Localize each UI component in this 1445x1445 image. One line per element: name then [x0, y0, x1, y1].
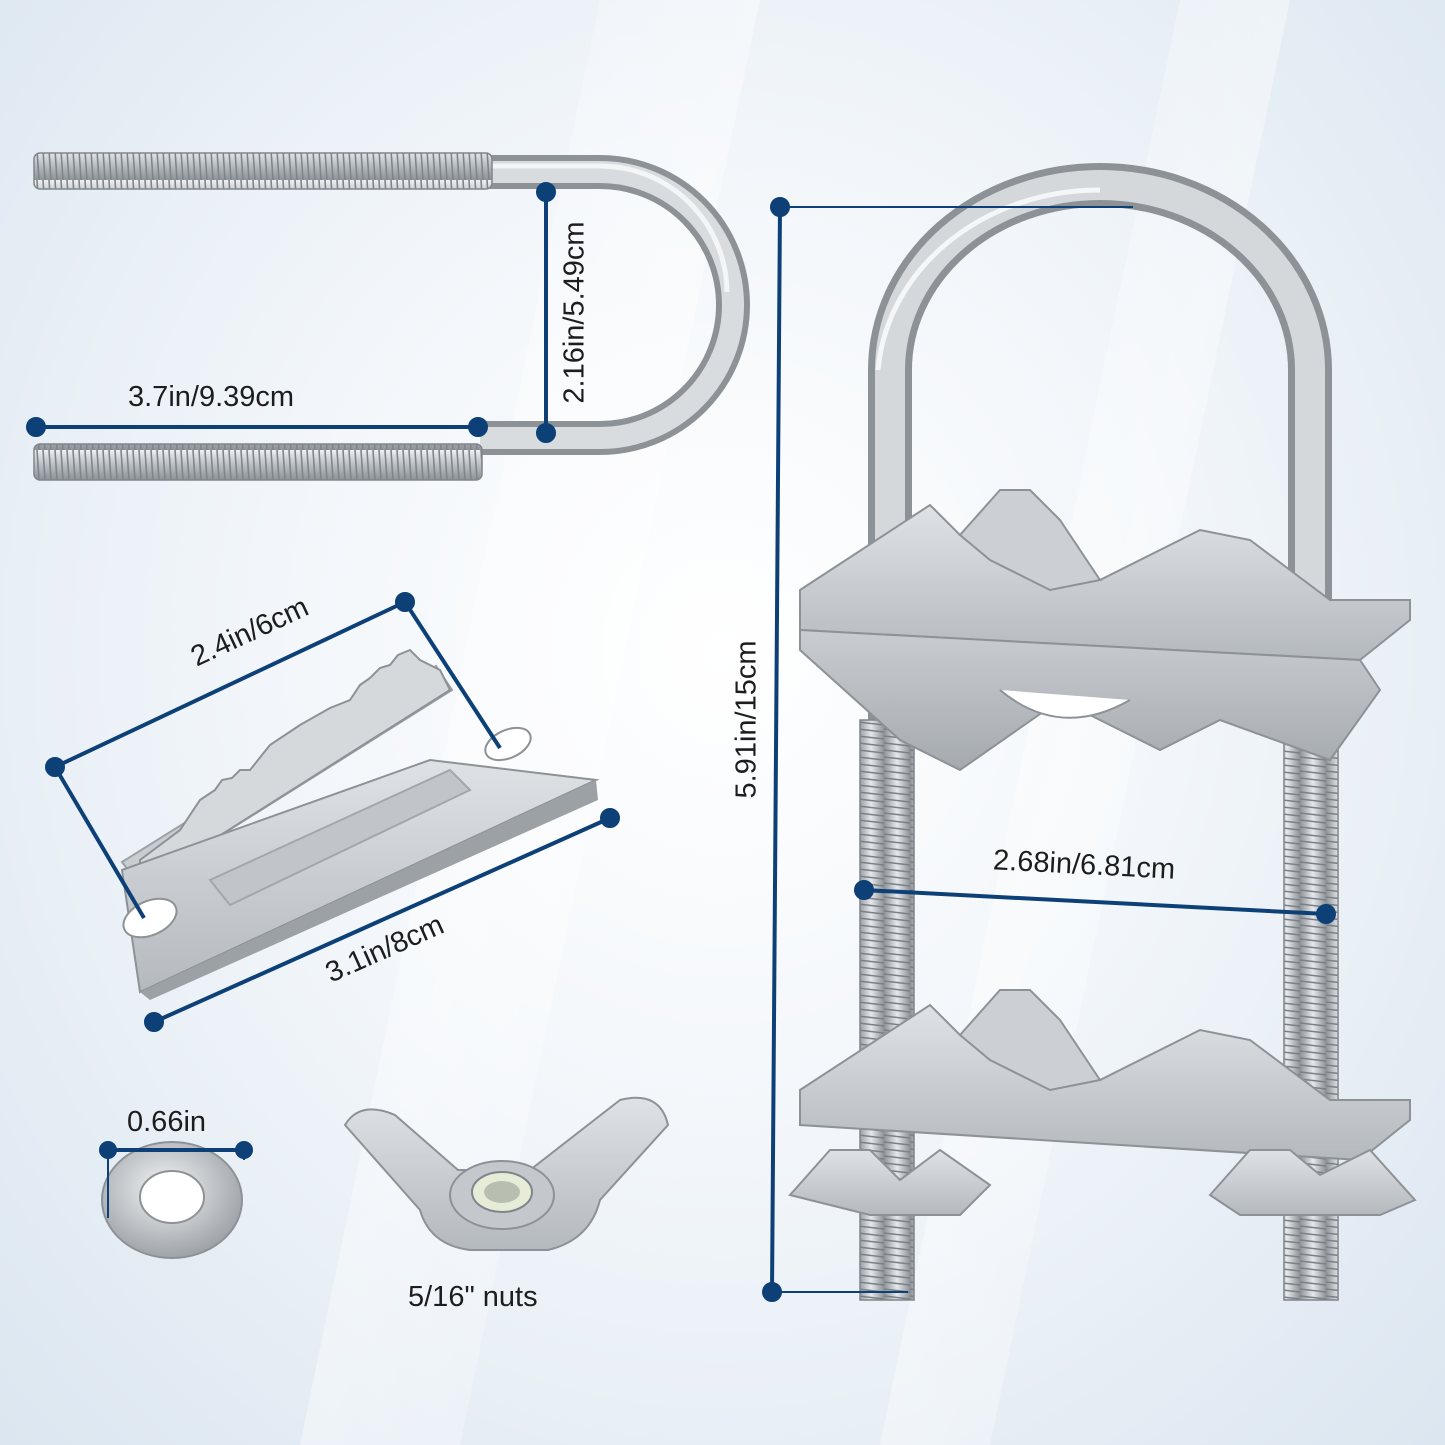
assembly-height-label: 5.91in/15cm: [730, 640, 763, 799]
dimension-lines: [26, 182, 1336, 1302]
clamp-plate-image: [120, 648, 600, 1000]
ubolt-width-label: 2.16in/5.49cm: [558, 221, 591, 404]
wing-nut-image: [343, 1096, 670, 1251]
nut-size-label: 5/16" nuts: [408, 1281, 538, 1313]
washer-diameter-label: 0.66in: [127, 1106, 207, 1138]
washer-image: [101, 1141, 243, 1259]
ubolt-length-label: 3.7in/9.39cm: [128, 381, 295, 413]
u-bolt-image: [33, 152, 750, 481]
assembled-clamp-image: [788, 163, 1417, 1301]
